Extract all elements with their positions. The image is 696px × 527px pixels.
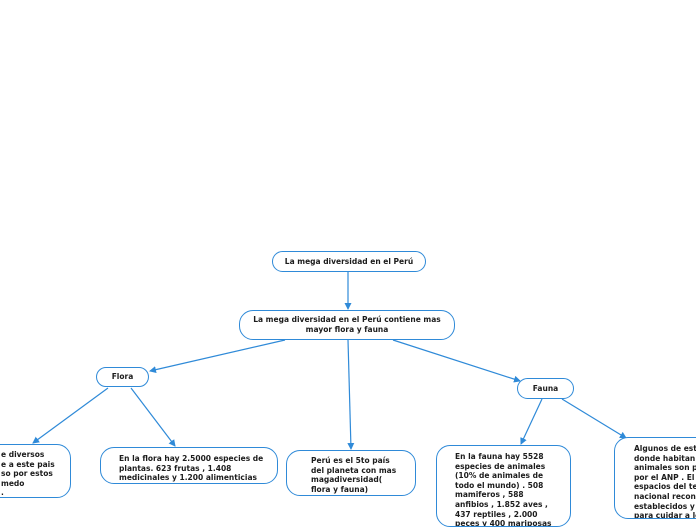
connector-fauna-to-right <box>561 398 627 439</box>
topic-fauna-right-clipped-label: Algunos de esto donde habitan e animales… <box>634 444 696 519</box>
topic-main-label: La mega diversidad en el Perú contiene m… <box>253 315 441 334</box>
topic-fauna-right-clipped[interactable]: Algunos de esto donde habitan e animales… <box>614 437 696 519</box>
topic-fauna-detail[interactable]: En la fauna hay 5528 especies de animale… <box>436 445 571 527</box>
topic-main[interactable]: La mega diversidad en el Perú contiene m… <box>239 310 455 340</box>
topic-root-label: La mega diversidad en el Perú <box>284 256 414 266</box>
topic-flora-detail-label: En la flora hay 2.5000 especies de plant… <box>119 454 264 483</box>
connector-flora-to-left <box>32 387 109 444</box>
connector-flora-to-flora-detail <box>130 387 176 447</box>
topic-root[interactable]: La mega diversidad en el Perú <box>272 251 426 272</box>
topic-flora-detail[interactable]: En la flora hay 2.5000 especies de plant… <box>100 447 278 484</box>
connector-main-to-fauna <box>392 339 521 383</box>
connector-fauna-to-fauna-detail <box>520 398 543 445</box>
topic-peru-rank[interactable]: Perú es el 5to país del planeta con mas … <box>286 450 416 496</box>
topic-flora-left-clipped-label: e diversos e a este pais so por estos me… <box>1 450 55 498</box>
topic-flora-label: Flora <box>111 372 134 382</box>
topic-fauna[interactable]: Fauna <box>517 378 574 399</box>
topic-flora-left-clipped[interactable]: e diversos e a este pais so por estos me… <box>0 444 71 498</box>
topic-flora[interactable]: Flora <box>96 367 149 387</box>
connector-main-to-flora <box>149 339 286 374</box>
topic-fauna-label: Fauna <box>532 383 559 393</box>
topic-peru-rank-label: Perú es el 5to país del planeta con mas … <box>311 456 397 494</box>
topic-fauna-detail-label: En la fauna hay 5528 especies de animale… <box>455 452 552 527</box>
connector-main-to-peru-rank <box>347 339 355 450</box>
